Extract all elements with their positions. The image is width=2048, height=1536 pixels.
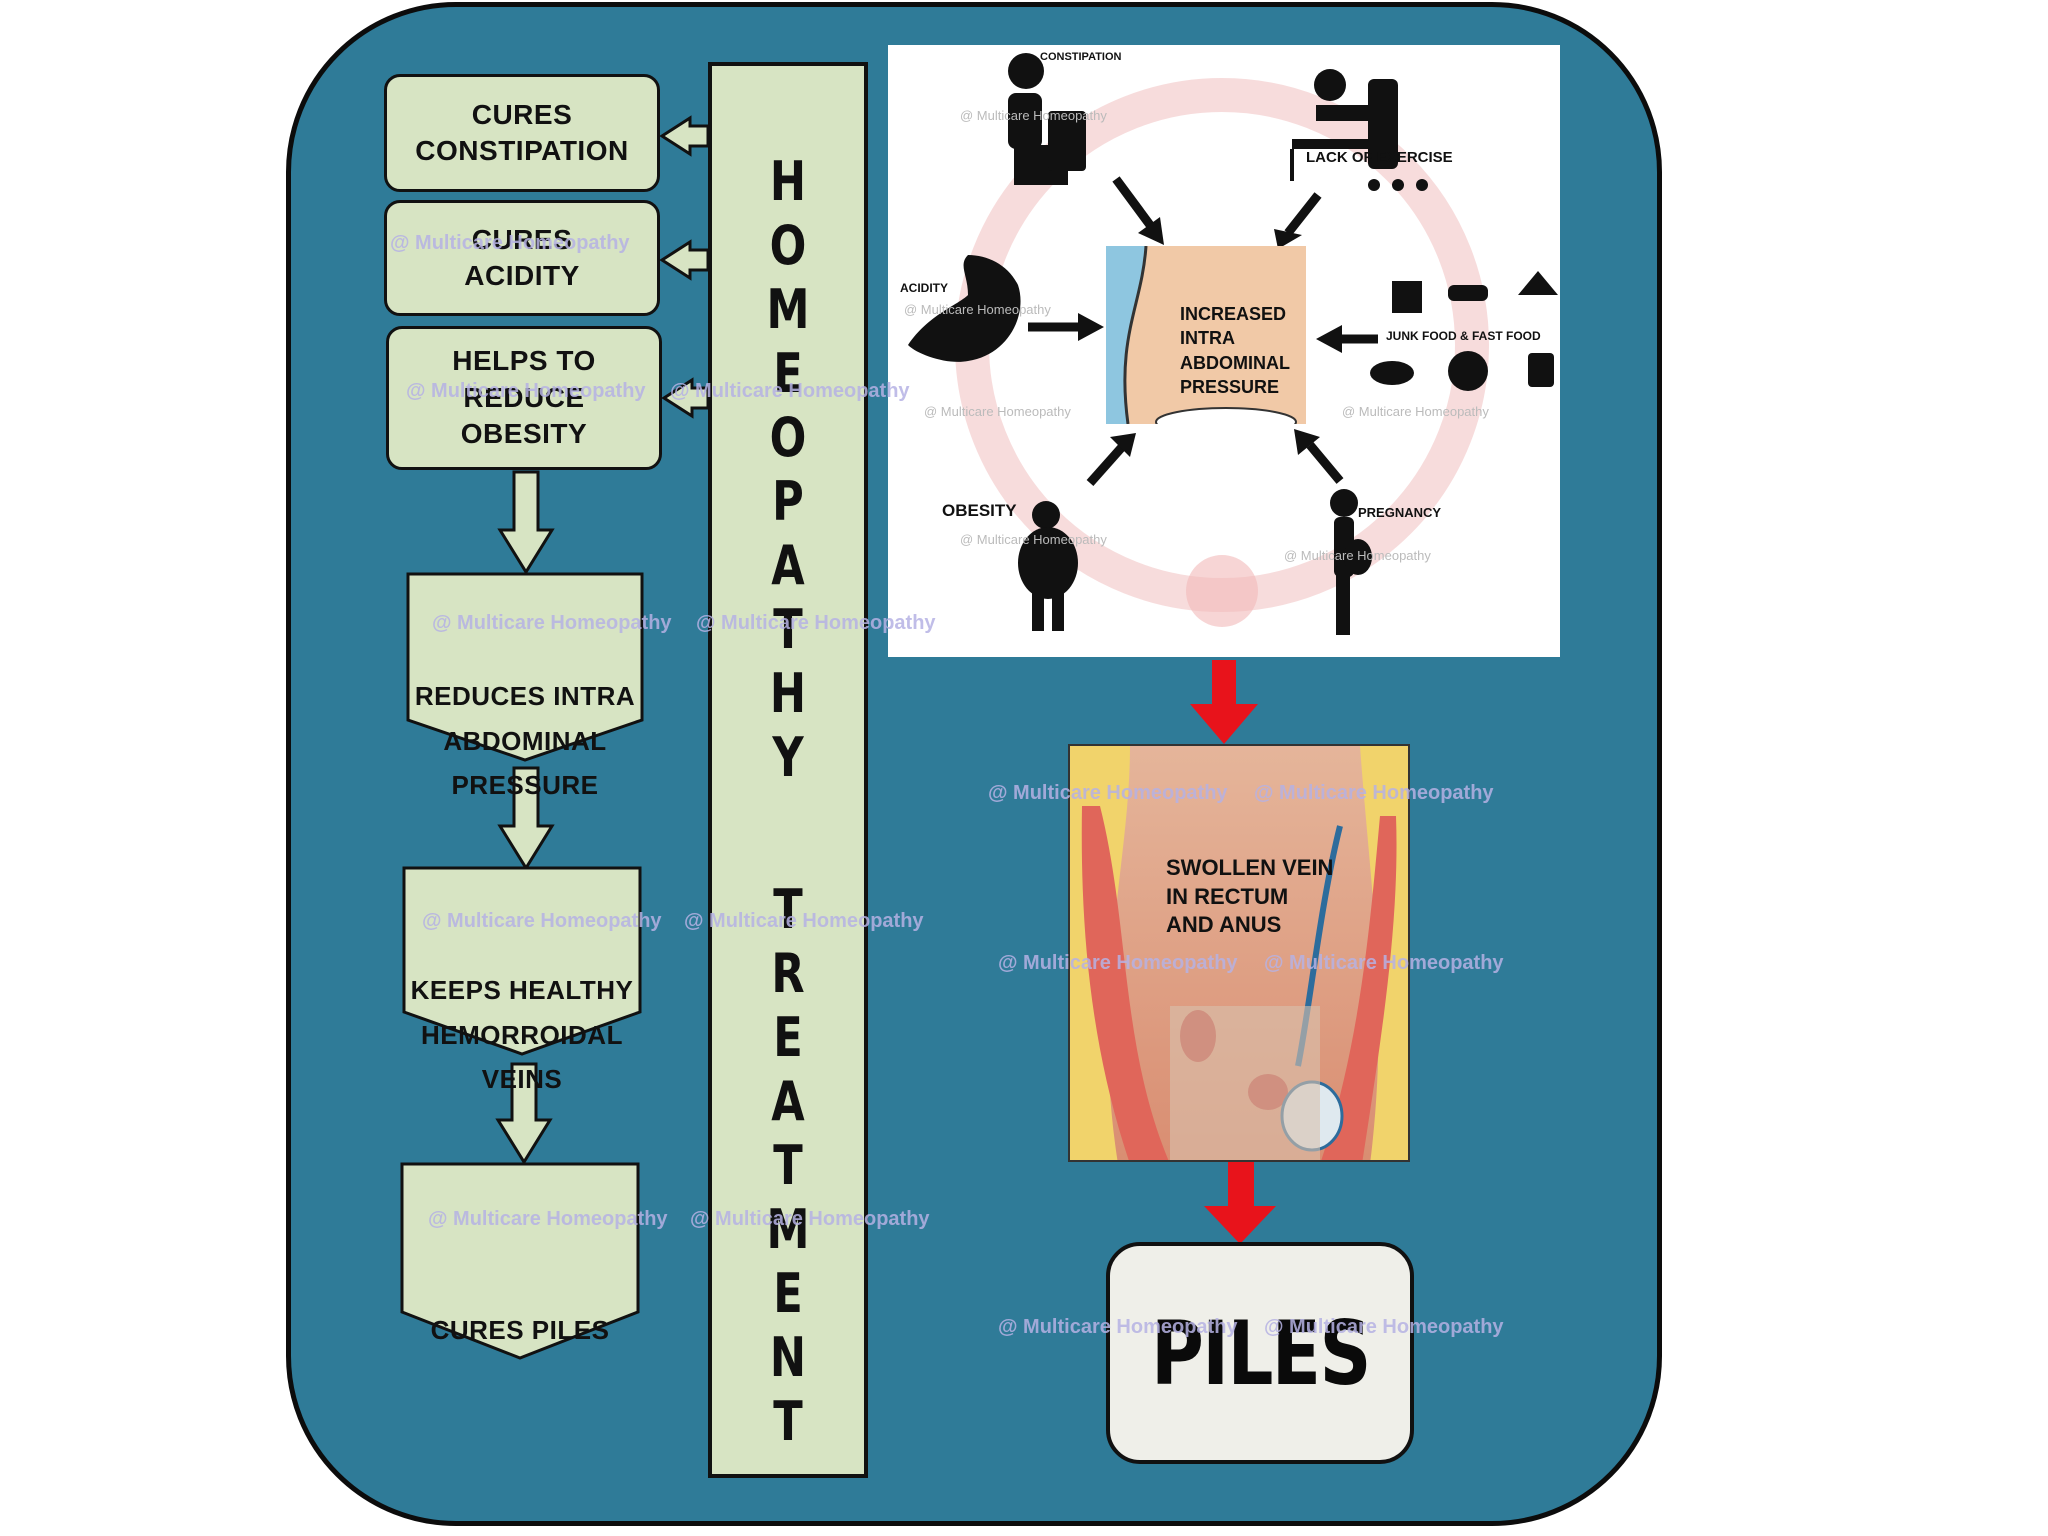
- cause-arrows: [1028, 176, 1378, 486]
- bar-word-treatment: T R E A T M E N T: [766, 878, 810, 1453]
- cures-acidity-box: CURES ACIDITY: [384, 200, 660, 316]
- label-acidity: ACIDITY: [900, 281, 948, 295]
- label-obesity: OBESITY: [942, 501, 1017, 520]
- swollen-vein-label: SWOLLEN VEIN IN RECTUM AND ANUS: [1166, 855, 1334, 938]
- label-lack-of-exercise: LACK OF EXERCISE: [1306, 149, 1453, 166]
- obesity-figure: [1018, 501, 1078, 631]
- step-cures-piles-label: CURES PILES: [430, 1315, 610, 1346]
- center-pressure-label: INCREASED INTRA ABDOMINAL PRESSURE: [1180, 304, 1290, 397]
- down-arrow-1: [497, 470, 555, 575]
- center-pressure-box: INCREASED INTRA ABDOMINAL PRESSURE: [1106, 246, 1306, 424]
- arrow-to-acidity: [659, 239, 710, 281]
- watermark-small-2: @ Multicare Homeopathy: [904, 302, 1051, 317]
- cures-constipation-box: CURES CONSTIPATION: [384, 74, 660, 192]
- bar-word-homeopathy: H O M E O P A T H Y: [766, 150, 810, 789]
- label-junk-food: JUNK FOOD & FAST FOOD: [1386, 329, 1541, 343]
- watermark-small-1: @ Multicare Homeopathy: [960, 108, 1107, 123]
- down-arrow-3: [495, 1062, 553, 1165]
- red-arrow-2: [1204, 1162, 1276, 1244]
- down-arrow-2: [497, 766, 555, 871]
- pregnancy-figure: [1330, 489, 1372, 635]
- swollen-vein-illustration: SWOLLEN VEIN IN RECTUM AND ANUS: [1068, 744, 1410, 1162]
- arrow-to-obesity: [661, 377, 710, 419]
- stomach-figure: [908, 255, 1021, 362]
- step-healthy-veins: KEEPS HEALTHY HEMORROIDAL VEINS: [402, 866, 642, 1094]
- watermark-small-5: @ Multicare Homeopathy: [960, 532, 1107, 547]
- red-arrow-1: [1190, 660, 1258, 744]
- lack-of-exercise-figure: [1290, 69, 1428, 191]
- step-cures-piles: CURES PILES: [400, 1162, 640, 1360]
- piles-label: PILES: [1150, 1301, 1371, 1405]
- step-reduces-pressure: REDUCES INTRA ABDOMINAL PRESSURE: [406, 572, 644, 800]
- watermark-small-3: @ Multicare Homeopathy: [924, 404, 1071, 419]
- arrow-to-constipation: [659, 115, 710, 157]
- step-reduces-pressure-label: REDUCES INTRA ABDOMINAL PRESSURE: [414, 681, 636, 800]
- reduce-obesity-box: HELPS TO REDUCE OBESITY: [386, 326, 662, 470]
- constipation-figure: [1008, 53, 1086, 185]
- step-healthy-veins-label: KEEPS HEALTHY HEMORROIDAL VEINS: [410, 975, 634, 1094]
- causes-graphics: [908, 53, 1558, 635]
- label-constipation: CONSTIPATION: [1040, 51, 1122, 63]
- label-pregnancy: PREGNANCY: [1358, 505, 1442, 520]
- homeopathy-treatment-bar: H O M E O P A T H Y T R E A T M E N T: [708, 62, 868, 1478]
- piles-result-box: PILES: [1106, 1242, 1414, 1464]
- junk-food-figure: [1370, 271, 1558, 391]
- watermark-small-4: @ Multicare Homeopathy: [1342, 404, 1489, 419]
- watermark-small-6: @ Multicare Homeopathy: [1284, 548, 1431, 563]
